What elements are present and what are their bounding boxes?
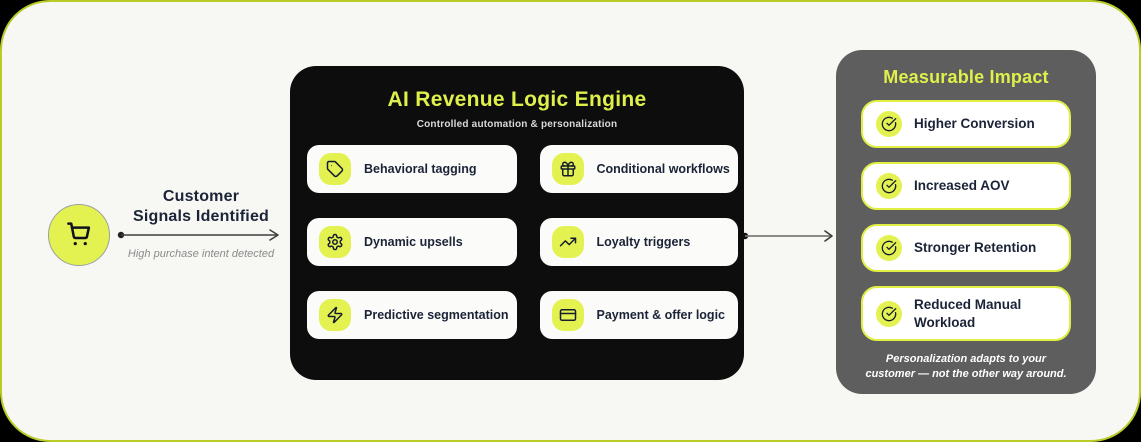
tag-icon (319, 153, 351, 185)
feature-label: Dynamic upsells (364, 235, 463, 249)
trending-up-icon (551, 226, 584, 258)
engine-subtitle: Controlled automation & personalization (416, 119, 618, 130)
impact-panel: Measurable Impact Higher Conversion Incr… (836, 50, 1096, 394)
impact-title: Measurable Impact (883, 67, 1049, 87)
impact-label: Stronger Retention (914, 240, 1037, 256)
engine-panel: AI Revenue Logic Engine Controlled autom… (290, 66, 744, 380)
impact-label: Increased AOV (914, 178, 1010, 194)
feature-card: Conditional workflows (539, 145, 738, 193)
flow-arrow-right (741, 230, 833, 242)
impact-card: Higher Conversion (861, 100, 1071, 148)
feature-card: Behavioral tagging (307, 145, 517, 193)
impact-card: Increased AOV (861, 162, 1071, 210)
source-caption: High purchase intent detected (127, 248, 275, 260)
source-title-line2: Signals Identified (132, 208, 270, 225)
flow-arrow-left (117, 229, 279, 241)
feature-label: Payment & offer logic (596, 308, 726, 322)
source-title: Customer Signals Identified (114, 187, 288, 227)
source-title-line1: Customer (162, 188, 240, 205)
feature-label: Predictive segmentation (364, 308, 509, 322)
circle-check-icon (876, 235, 902, 261)
shopping-cart-icon (64, 218, 94, 253)
gift-icon (551, 153, 584, 185)
feature-label: Behavioral tagging (364, 162, 477, 176)
customer-signal-node (48, 204, 110, 266)
circle-check-icon (876, 111, 902, 137)
impact-list: Higher Conversion Increased AOV Stronger… (861, 100, 1071, 342)
gear-icon (319, 226, 351, 258)
credit-card-icon (551, 299, 584, 331)
feature-card: Loyalty triggers (539, 218, 738, 266)
impact-label: Higher Conversion (914, 116, 1035, 132)
impact-label: Reduced Manual Workload (914, 297, 1022, 330)
feature-grid: Behavioral tagging Conditional workflows… (307, 145, 738, 339)
feature-card: Predictive segmentation (307, 291, 517, 339)
feature-label: Loyalty triggers (596, 235, 691, 249)
feature-card: Dynamic upsells (307, 218, 517, 266)
feature-card: Payment & offer logic (539, 291, 738, 339)
circle-check-icon (876, 173, 902, 199)
impact-card: Stronger Retention (861, 224, 1071, 272)
zap-icon (319, 299, 351, 331)
impact-footnote: Personalization adapts to your customer … (865, 353, 1067, 381)
circle-check-icon (876, 300, 902, 327)
feature-label: Conditional workflows (596, 162, 730, 176)
impact-card: Reduced Manual Workload (861, 286, 1071, 342)
engine-title: AI Revenue Logic Engine (387, 88, 647, 111)
